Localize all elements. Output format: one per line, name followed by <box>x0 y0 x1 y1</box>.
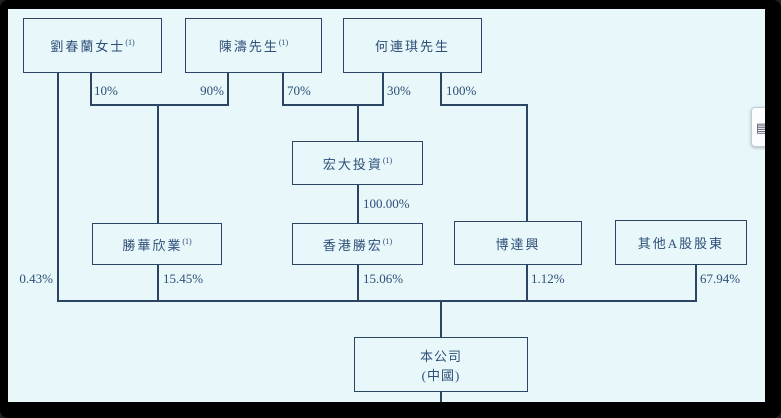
connector-line <box>227 73 229 104</box>
connector-line <box>695 265 697 300</box>
connector-line <box>440 73 442 104</box>
connector-line <box>282 104 384 106</box>
ownership-label-shenghua-company: 15.45% <box>163 271 204 286</box>
connector-line <box>157 104 159 223</box>
connector-line <box>440 392 442 402</box>
footnote-sup: (1) <box>182 236 192 246</box>
node-label: 博達興 <box>495 236 541 252</box>
node-chen-tao: 陳濤先生(1) <box>185 18 322 73</box>
node-label: 其他A股股東 <box>637 236 725 251</box>
node-label: 香港勝宏(1) <box>322 236 393 253</box>
connector-line <box>357 265 359 300</box>
node-the-company: 本公司 (中國) <box>354 337 528 392</box>
ownership-label-hongda-hk: 100.00% <box>363 196 410 211</box>
ownership-label-chen-hongda: 70% <box>287 83 311 98</box>
ownership-label-other-company: 67.94% <box>700 271 741 286</box>
ownership-label-hk-company: 15.06% <box>363 271 404 286</box>
connector-line <box>357 104 359 141</box>
footnote-sup: (1) <box>125 38 135 47</box>
node-he-lian-qi: 何連琪先生 <box>343 18 482 73</box>
node-liu-chun-lan: 劉春蘭女士(1) <box>23 18 162 73</box>
ownership-label-chen-shenghua: 90% <box>200 83 224 98</box>
connector-line <box>157 265 159 300</box>
connector-line <box>382 73 384 104</box>
connector-line <box>282 73 284 104</box>
connector-line <box>57 73 59 300</box>
node-label: 宏大投資(1) <box>322 155 393 172</box>
node-label: 本公司 (中國) <box>419 348 462 383</box>
ownership-label-liu-shenghua: 10% <box>94 83 118 98</box>
connector-line <box>357 185 359 223</box>
connector-line <box>90 73 92 104</box>
ownership-label-he-boda: 100% <box>446 83 477 98</box>
connector-line <box>440 300 442 337</box>
node-label: 陳濤先生(1) <box>218 38 289 55</box>
connector-line <box>90 104 229 106</box>
connector-line <box>57 300 697 302</box>
node-hongda-investment: 宏大投資(1) <box>292 141 423 185</box>
node-label: 劉春蘭女士(1) <box>50 38 135 55</box>
node-other-a-shareholders: 其他A股股東 <box>615 220 747 265</box>
node-label: 何連琪先生 <box>374 39 450 54</box>
diagram-canvas: 劉春蘭女士(1) 陳濤先生(1) 何連琪先生 宏大投資(1) 勝華欣業(1) 香… <box>8 9 765 402</box>
node-hongkong-shenghong: 香港勝宏(1) <box>292 223 423 265</box>
translate-widget-icon: ▤ <box>756 119 765 135</box>
floating-widget-button[interactable]: ▤ <box>751 107 765 147</box>
node-bodaxing: 博達興 <box>454 221 582 265</box>
footnote-sup: (1) <box>382 155 393 165</box>
ownership-label-liu-company: 0.43% <box>19 271 53 286</box>
footnote-sup: (1) <box>382 236 393 246</box>
node-shenghua-xinye: 勝華欣業(1) <box>92 223 222 265</box>
node-label: 勝華欣業(1) <box>122 236 192 253</box>
footnote-sup: (1) <box>278 38 289 47</box>
ownership-label-he-hongda: 30% <box>387 83 411 98</box>
ownership-label-boda-company: 1.12% <box>531 271 565 286</box>
connector-line <box>526 265 528 300</box>
connector-line <box>526 104 528 221</box>
connector-line <box>440 104 528 106</box>
